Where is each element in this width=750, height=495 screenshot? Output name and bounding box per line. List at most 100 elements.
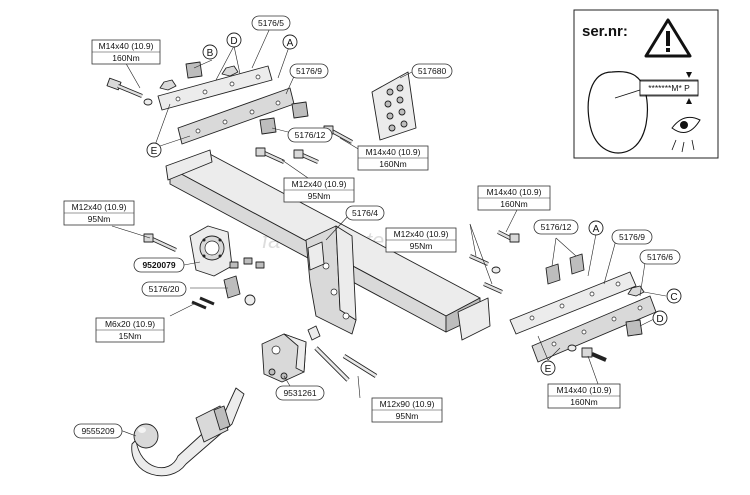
label-517680: 517680 <box>411 63 453 79</box>
svg-text:9555209: 9555209 <box>81 426 114 436</box>
callout-d-left: D <box>226 32 242 48</box>
svg-text:M14x40 (10.9): M14x40 (10.9) <box>99 41 154 51</box>
bolt-m14x40-right-bottom <box>567 344 607 362</box>
label-5176-20: 5176/20 <box>141 281 187 297</box>
svg-text:A: A <box>593 224 600 235</box>
svg-text:M12x90 (10.9): M12x90 (10.9) <box>380 399 435 409</box>
svg-text:5176/12: 5176/12 <box>295 130 326 140</box>
plate-5176-12-right-b <box>569 253 585 275</box>
spec-box-center-top: M14x40 (10.9) 160Nm <box>357 145 429 171</box>
callout-a-left: A <box>282 34 298 50</box>
spec-box-top-left: M14x40 (10.9) 160Nm <box>91 39 161 65</box>
serial-plate <box>639 80 699 96</box>
crossbeam-right-end <box>457 297 491 341</box>
spec-box-long-bolt: M12x90 (10.9) 95Nm <box>371 397 443 423</box>
svg-text:160Nm: 160Nm <box>112 53 139 63</box>
callout-b: B <box>202 44 218 60</box>
crossbeam-left-end <box>165 149 213 181</box>
serial-number-panel: ser.nr: *******M* P <box>573 9 719 159</box>
callout-e-left: E <box>146 142 162 158</box>
eye-icon <box>671 116 701 153</box>
svg-text:M14x40 (10.9): M14x40 (10.9) <box>557 385 612 395</box>
label-5176-6: 5176/6 <box>639 249 681 265</box>
svg-text:95Nm: 95Nm <box>88 214 111 224</box>
svg-text:B: B <box>207 48 214 59</box>
mount-9531261 <box>261 325 321 383</box>
svg-text:M12x40 (10.9): M12x40 (10.9) <box>292 179 347 189</box>
bolt-m12x40-right <box>469 254 503 294</box>
label-5176-9-left: 5176/9 <box>289 63 329 79</box>
svg-text:5176/6: 5176/6 <box>647 252 673 262</box>
callout-e-right: E <box>540 360 556 376</box>
spec-box-center-mid: M12x40 (10.9) 95Nm <box>283 177 355 203</box>
fastener-bag-517680 <box>371 71 417 141</box>
svg-text:5176/9: 5176/9 <box>296 66 322 76</box>
svg-text:5176/20: 5176/20 <box>149 284 180 294</box>
spec-box-right-top: M14x40 (10.9) 160Nm <box>477 185 551 211</box>
warning-icon <box>644 18 692 58</box>
svg-text:160Nm: 160Nm <box>500 199 527 209</box>
label-9531261: 9531261 <box>275 385 325 401</box>
bolt-m12x40-center <box>255 147 319 164</box>
label-5176-12-left: 5176/12 <box>287 127 333 143</box>
label-9520079: 9520079 <box>133 257 185 273</box>
svg-text:9531261: 9531261 <box>283 388 316 398</box>
bolt-m12x40-left <box>143 233 177 252</box>
bolt-m14x40-top-left <box>106 77 153 106</box>
plate-5176-12-left-b <box>259 117 277 135</box>
label-5176-4: 5176/4 <box>345 205 385 221</box>
plate-b <box>185 61 203 79</box>
bracket-5176-9-right <box>509 271 637 335</box>
svg-text:E: E <box>151 146 158 157</box>
svg-text:95Nm: 95Nm <box>308 191 331 201</box>
svg-text:15Nm: 15Nm <box>119 331 142 341</box>
crossbeam-5176-4 <box>165 149 491 341</box>
nut <box>159 79 177 91</box>
svg-text:5176/12: 5176/12 <box>541 222 572 232</box>
washer <box>143 98 153 106</box>
svg-text:M14x40 (10.9): M14x40 (10.9) <box>487 187 542 197</box>
svg-text:C: C <box>670 292 677 303</box>
svg-text:E: E <box>545 364 552 375</box>
spec-box-left-mid: M12x40 (10.9) 95Nm <box>63 200 135 226</box>
towball-neck-9555209 <box>131 387 245 477</box>
svg-text:M12x40 (10.9): M12x40 (10.9) <box>72 202 127 212</box>
svg-text:5176/9: 5176/9 <box>619 232 645 242</box>
left-bracket-group <box>157 61 309 145</box>
svg-text:M14x40 (10.9): M14x40 (10.9) <box>366 147 421 157</box>
svg-text:160Nm: 160Nm <box>570 397 597 407</box>
svg-text:5176/4: 5176/4 <box>352 208 378 218</box>
spec-box-right-center: M12x40 (10.9) 95Nm <box>385 227 457 253</box>
plate-5176-12-right-a <box>545 263 561 285</box>
label-5176-12-right: 5176/12 <box>533 219 579 235</box>
bolt-m14x40-right-top <box>497 230 520 243</box>
callout-d-right: D <box>652 310 668 326</box>
bracket-5176-20 <box>191 275 256 310</box>
svg-text:D: D <box>656 314 663 325</box>
svg-text:A: A <box>287 38 294 49</box>
socket-plate-9520079 <box>189 225 265 277</box>
plate-d-right <box>625 319 643 337</box>
right-bracket-group <box>509 253 657 363</box>
serial-panel-title: ser.nr: <box>582 23 628 40</box>
svg-text:517680: 517680 <box>418 66 447 76</box>
svg-text:D: D <box>230 36 237 47</box>
serial-plate-text: *******M* P <box>648 83 690 93</box>
plate-5176-12-left-a <box>291 101 309 119</box>
callout-c-right: C <box>666 288 682 304</box>
svg-text:95Nm: 95Nm <box>396 411 419 421</box>
svg-text:9520079: 9520079 <box>142 260 175 270</box>
spec-box-small-bolt: M6x20 (10.9) 15Nm <box>95 317 165 343</box>
svg-text:M6x20 (10.9): M6x20 (10.9) <box>105 319 155 329</box>
label-9555209: 9555209 <box>73 423 123 439</box>
label-5176-5: 5176/5 <box>251 15 291 31</box>
svg-text:160Nm: 160Nm <box>379 159 406 169</box>
svg-text:M12x40 (10.9): M12x40 (10.9) <box>394 229 449 239</box>
nut <box>221 65 239 77</box>
svg-text:95Nm: 95Nm <box>410 241 433 251</box>
label-5176-9-right: 5176/9 <box>611 229 653 245</box>
spec-box-right-bottom: M14x40 (10.9) 160Nm <box>547 383 621 409</box>
bracket-5176-5 <box>157 65 273 111</box>
bolt-m12x90 <box>314 346 378 382</box>
